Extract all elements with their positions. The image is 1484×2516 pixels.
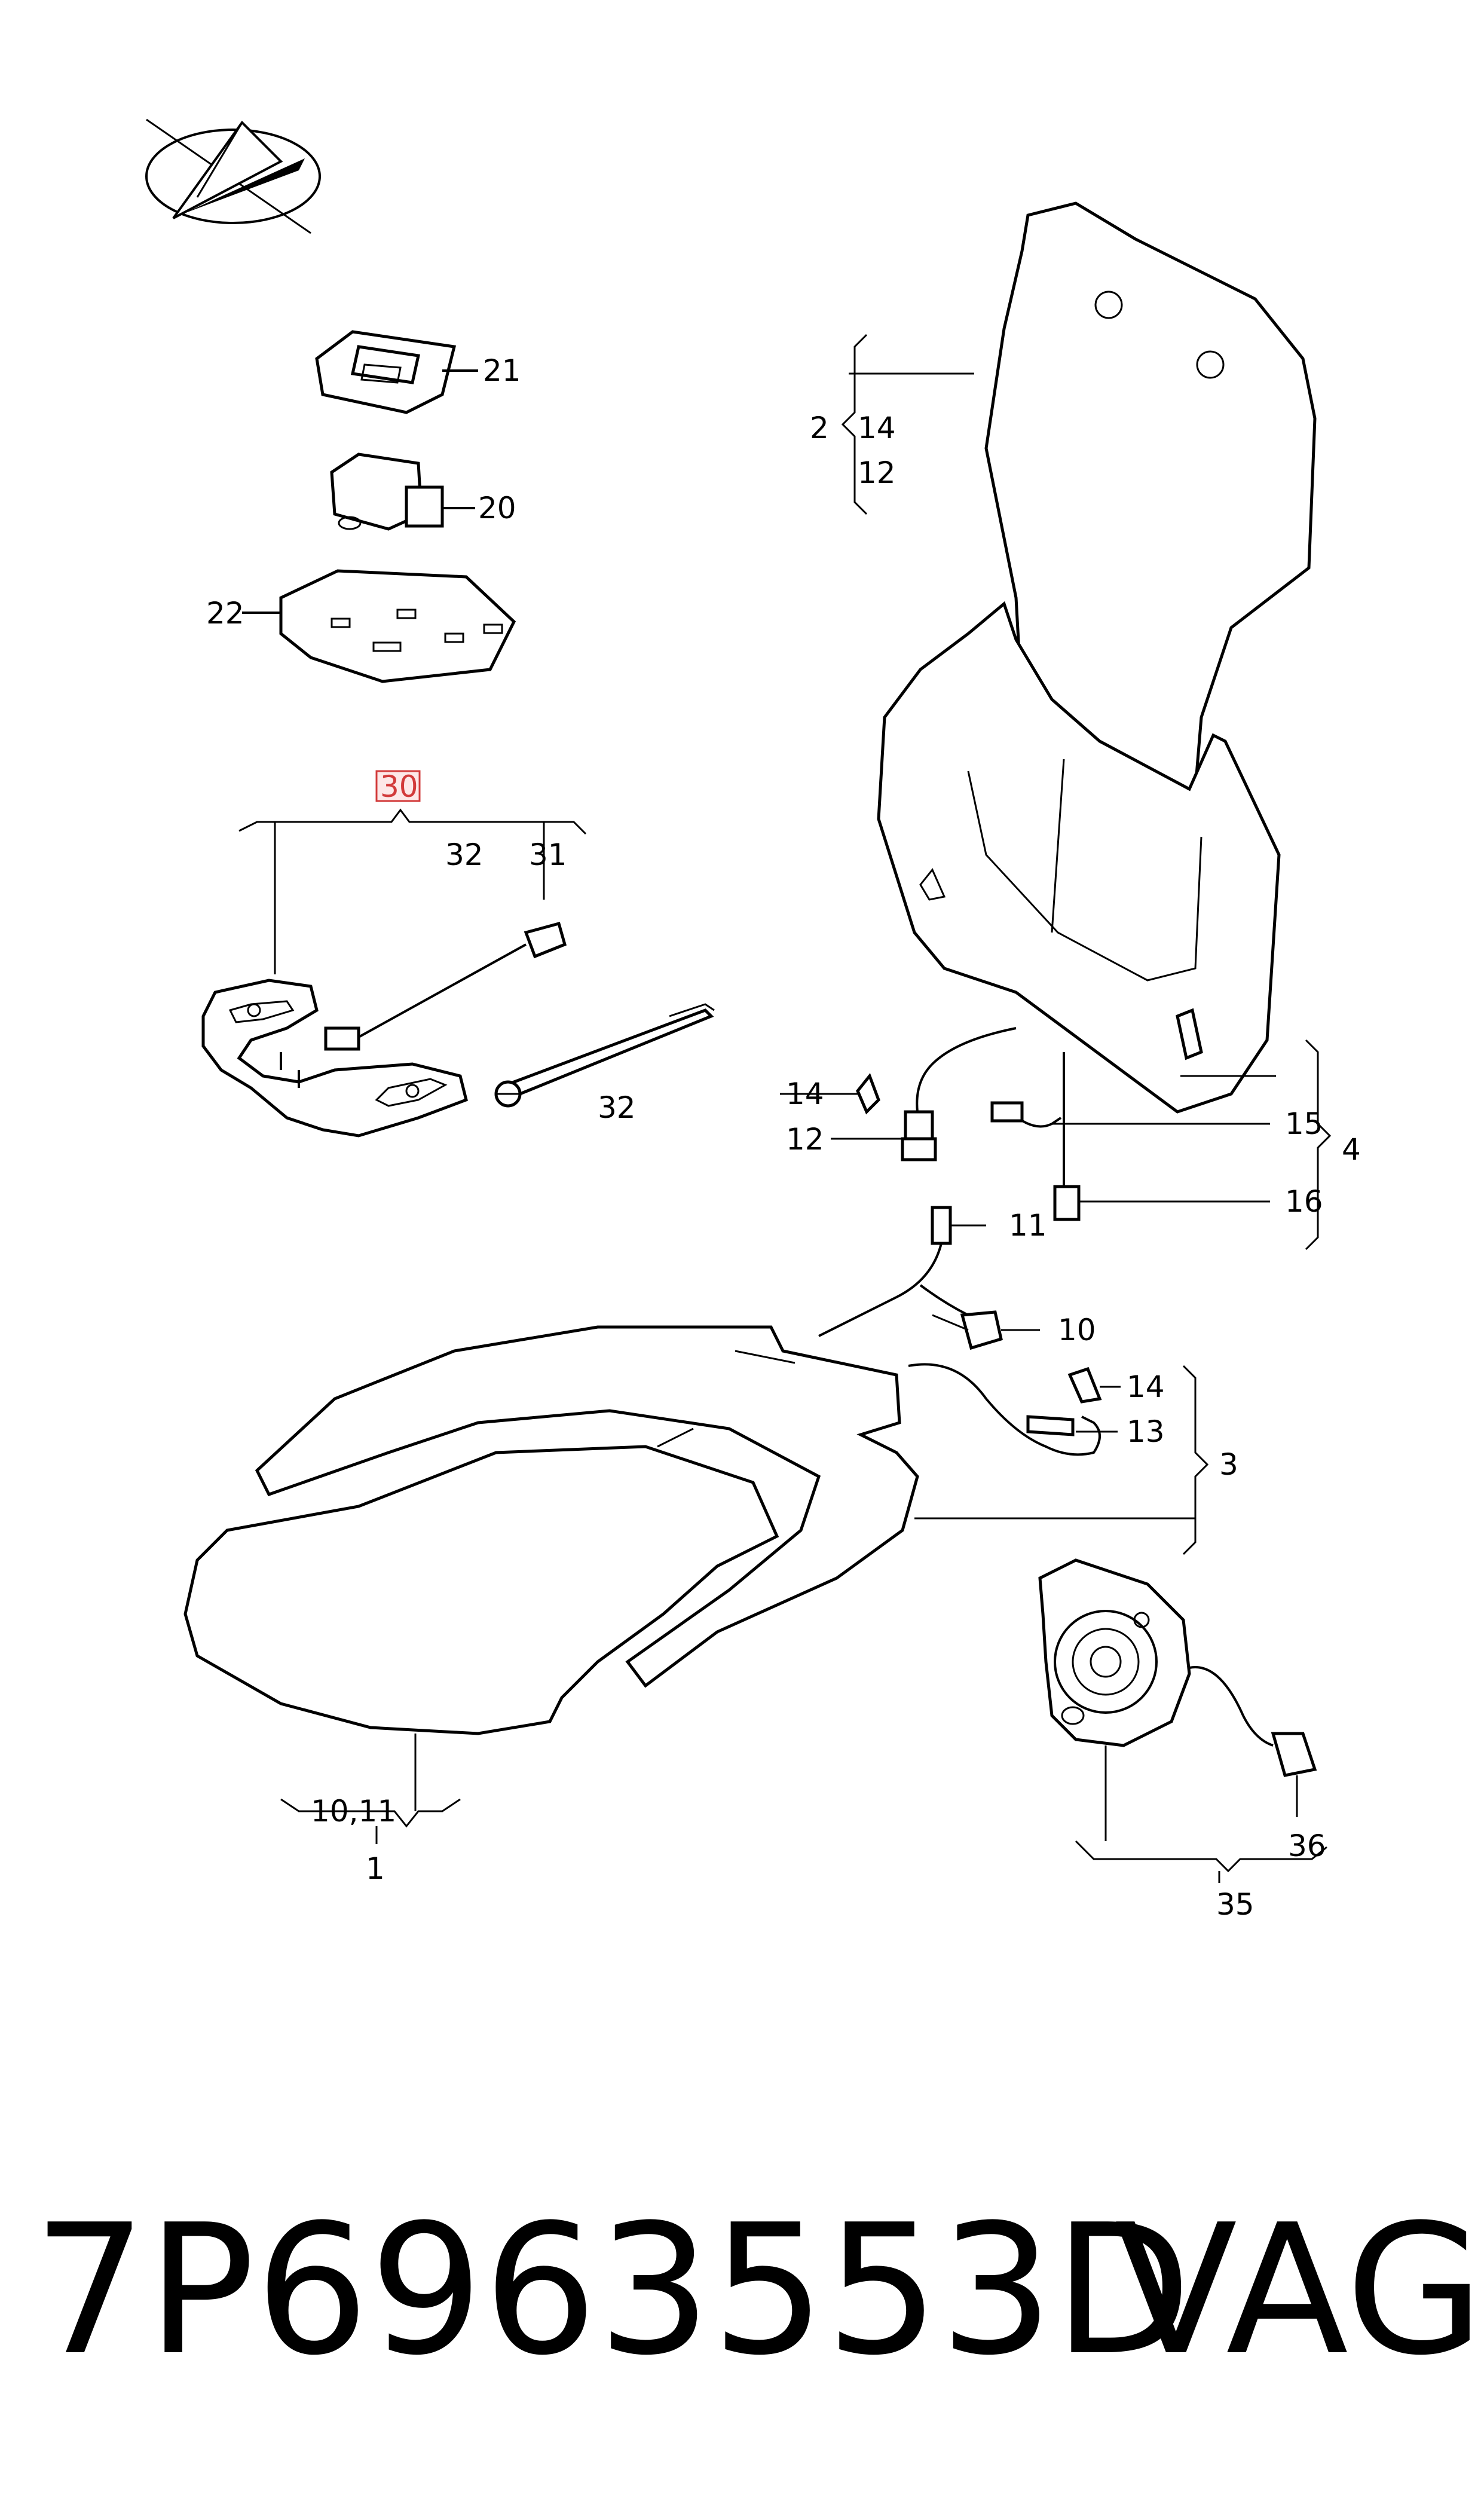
- label-3: 3: [1219, 1447, 1238, 1482]
- label-21: 21: [483, 353, 521, 388]
- label-2: 2: [810, 411, 829, 445]
- backrest-foam: [877, 601, 1281, 1114]
- part-30-heater-element: [201, 921, 567, 1138]
- label-13: 13: [1127, 1414, 1165, 1449]
- part-number: 7P6963553D: [33, 2186, 1192, 2395]
- label-31: 31: [529, 837, 567, 872]
- label-10-11: 10,11: [311, 1794, 396, 1829]
- label-12-mid: 12: [786, 1122, 824, 1157]
- label-15: 15: [1285, 1106, 1323, 1141]
- label-30: 30: [380, 769, 418, 804]
- label-32-top: 32: [445, 837, 484, 872]
- part-20-module: [330, 453, 475, 531]
- label-1: 1: [366, 1851, 385, 1886]
- label-36: 36: [1288, 1829, 1326, 1863]
- label-14-top: 14: [858, 411, 896, 445]
- leader-lines: [932, 1314, 969, 1331]
- part-32-cable-tie: [494, 1003, 715, 1108]
- backrest-cover: [841, 201, 1317, 791]
- seat-cushion-frame: [255, 1325, 919, 1688]
- label-22: 22: [206, 596, 244, 631]
- label-14-low: 14: [1127, 1369, 1165, 1404]
- label-10: 10: [1058, 1313, 1096, 1347]
- brand-name: VAG: [1115, 2186, 1484, 2395]
- part-35-blower-fan: [1038, 1558, 1327, 1883]
- label-32-tie: 32: [598, 1090, 636, 1125]
- callout-labels: 21 20 22 30 32 31 32 2 14 12 14 12 15 4 …: [206, 353, 1361, 1922]
- label-20: 20: [478, 491, 516, 525]
- group-30-bracket: [238, 770, 587, 974]
- seat-wiring: [818, 1206, 1209, 1555]
- seat-cushion-mat: [183, 1445, 779, 1844]
- label-35: 35: [1216, 1887, 1254, 1922]
- vag-logo-icon: [145, 118, 321, 234]
- label-16: 16: [1285, 1184, 1323, 1219]
- label-12-top: 12: [858, 455, 896, 490]
- label-14-mid: 14: [786, 1077, 824, 1111]
- part-22-mat: [242, 569, 516, 683]
- part-21-control-unit: [315, 330, 478, 414]
- backrest-wiring: [780, 1027, 1332, 1251]
- label-4: 4: [1342, 1132, 1361, 1167]
- label-11: 11: [1009, 1208, 1047, 1243]
